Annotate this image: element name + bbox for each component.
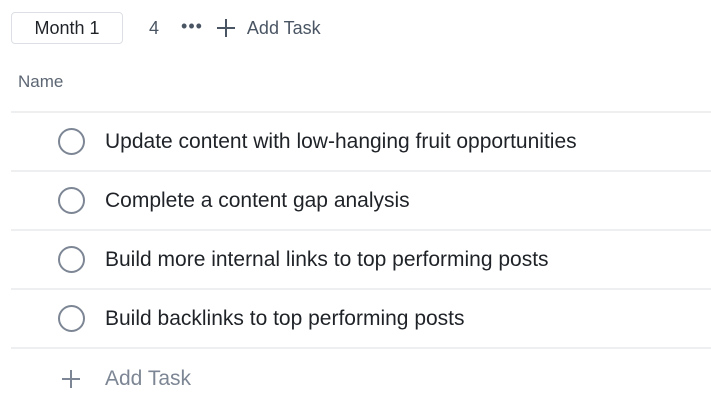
- add-task-row-button[interactable]: Add Task: [11, 349, 711, 408]
- task-name[interactable]: Update content with low-hanging fruit op…: [105, 129, 577, 153]
- task-row[interactable]: Build more internal links to top perform…: [11, 231, 711, 290]
- more-options-icon[interactable]: •••: [181, 16, 203, 36]
- complete-checkbox-icon[interactable]: [58, 187, 85, 214]
- complete-checkbox-icon[interactable]: [58, 305, 85, 332]
- add-task-label: Add Task: [105, 366, 191, 390]
- task-row[interactable]: Build backlinks to top performing posts: [11, 290, 711, 349]
- task-list: Update content with low-hanging fruit op…: [11, 111, 711, 408]
- task-name[interactable]: Build more internal links to top perform…: [105, 247, 549, 271]
- task-count: 4: [149, 17, 160, 38]
- plus-icon: [62, 369, 80, 388]
- section-header: Month 1 4 ••• Add Task: [11, 12, 321, 44]
- task-row[interactable]: Complete a content gap analysis: [11, 172, 711, 231]
- column-header-name[interactable]: Name: [18, 72, 64, 91]
- complete-checkbox-icon[interactable]: [58, 128, 85, 155]
- task-row[interactable]: Update content with low-hanging fruit op…: [11, 113, 711, 172]
- section-title-button[interactable]: Month 1: [11, 12, 123, 44]
- add-task-label: Add Task: [246, 17, 321, 38]
- add-task-button[interactable]: Add Task: [216, 17, 321, 39]
- plus-icon: [216, 19, 235, 37]
- task-name[interactable]: Build backlinks to top performing posts: [105, 306, 465, 330]
- task-name[interactable]: Complete a content gap analysis: [105, 188, 410, 212]
- complete-checkbox-icon[interactable]: [58, 246, 85, 273]
